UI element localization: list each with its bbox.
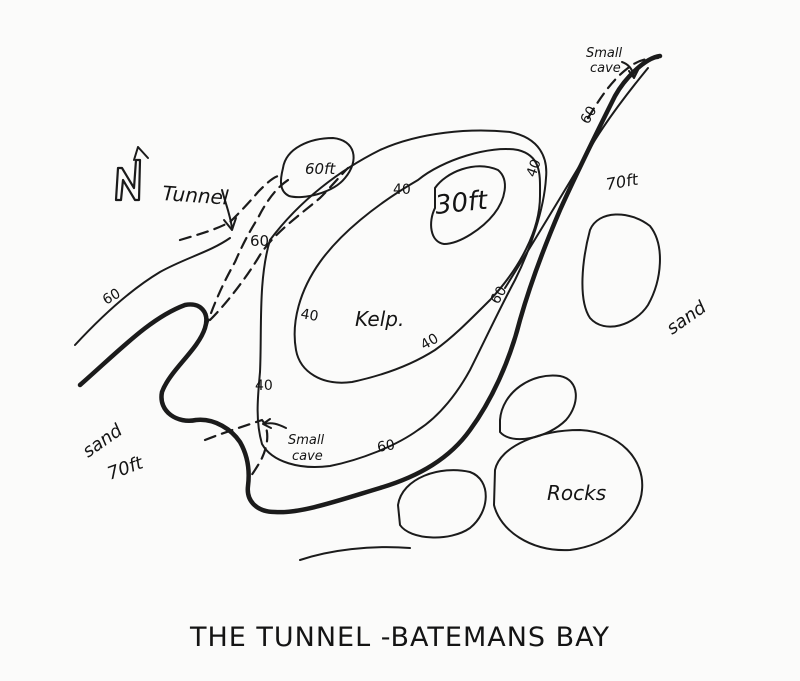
contour-label-40-top: 40 xyxy=(393,182,411,198)
contour-label-60-south: 60 xyxy=(376,437,396,456)
contour-40ft xyxy=(293,148,542,384)
reef-edge xyxy=(77,53,663,515)
contour-60ft-west xyxy=(74,237,231,346)
rock-small xyxy=(397,469,487,539)
tunnel-arrow-icon xyxy=(221,189,237,231)
small-cave-arrow-icon xyxy=(621,61,639,79)
small-cave-label-north-2: cave xyxy=(590,61,621,76)
tunnel-label: Tunnel xyxy=(162,181,230,210)
small-cave-route xyxy=(203,418,269,484)
depth-label-island: 60ft xyxy=(305,160,336,178)
rock-east xyxy=(581,213,661,328)
small-cave-lower-arrow-icon xyxy=(262,418,287,429)
contour-label-60-tunnel: 60 xyxy=(250,232,269,250)
tunnel-route-secondary xyxy=(208,166,350,322)
shoreline-south xyxy=(299,546,411,561)
island-60ft-outline xyxy=(279,137,355,199)
tunnel-route xyxy=(203,178,290,332)
small-cave-route-north xyxy=(586,56,660,120)
depth-label-70ft-west: 70ft xyxy=(105,452,147,484)
rock-main xyxy=(493,429,644,552)
contour-label-40-west: 40 xyxy=(299,306,319,325)
sand-label-west: sand xyxy=(79,420,127,462)
tunnel-route-north xyxy=(178,174,280,242)
north-arrow-icon xyxy=(114,146,149,202)
contour-label-60-west: 60 xyxy=(100,286,123,309)
small-cave-label-south-2: cave xyxy=(292,449,323,464)
rocks-label: Rocks xyxy=(547,481,606,505)
rock-upper xyxy=(499,374,577,441)
contour-30ft xyxy=(430,165,506,245)
map-title: THE TUNNEL -BATEMANS BAY xyxy=(189,622,610,653)
contour-label-40-northeast: 40 xyxy=(524,157,545,179)
contour-label-40-southwest: 40 xyxy=(255,378,273,394)
contour-60ft xyxy=(256,129,548,468)
small-cave-label-north-1: Small xyxy=(586,46,622,61)
contour-label-40-center: 40 xyxy=(418,331,441,354)
sand-label-east: sand xyxy=(663,297,711,339)
small-cave-label-south-1: Small xyxy=(288,433,324,448)
depth-label-30ft: 30ft xyxy=(434,186,490,221)
depth-label-70ft-east: 70ft xyxy=(604,169,640,193)
kelp-label: Kelp. xyxy=(355,307,404,331)
contour-label-60-northeast: 60 xyxy=(578,104,601,127)
contour-label-60-east: 60 xyxy=(488,284,511,307)
